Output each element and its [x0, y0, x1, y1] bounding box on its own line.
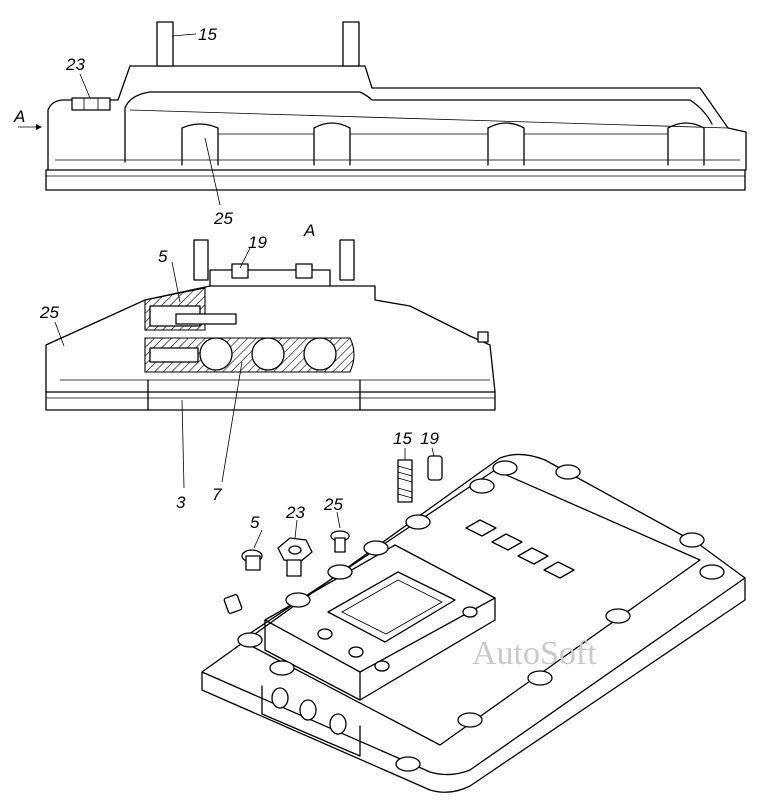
label-3: 3: [176, 493, 186, 512]
plug-5: [241, 549, 263, 571]
label-5-mid: 5: [158, 247, 168, 266]
label-a-section: A: [303, 221, 315, 240]
label-7: 7: [212, 485, 222, 504]
plug-25: [330, 530, 350, 553]
pin-19: [427, 455, 443, 481]
label-25-mid: 25: [39, 303, 59, 322]
label-15-part: 15: [393, 429, 412, 448]
label-23-top: 23: [65, 55, 85, 74]
label-a-arrow: A: [13, 107, 25, 126]
label-5-part: 5: [250, 513, 260, 532]
label-19-mid: 19: [248, 233, 267, 252]
watermark: AutoSoft: [472, 635, 597, 672]
stud-15: [397, 459, 413, 503]
label-23-part: 23: [285, 503, 305, 522]
label-15-top: 15: [198, 25, 217, 44]
cover-side-view: [18, 21, 747, 206]
bolt-bosses: [237, 460, 725, 772]
cover-isometric-view: [201, 453, 746, 793]
pin-7: [223, 594, 243, 614]
cover-section-view: [45, 239, 496, 489]
label-25-part: 25: [323, 495, 343, 514]
label-19-part: 19: [420, 429, 439, 448]
label-25-top: 25: [213, 209, 233, 228]
nut-23: [277, 537, 313, 577]
